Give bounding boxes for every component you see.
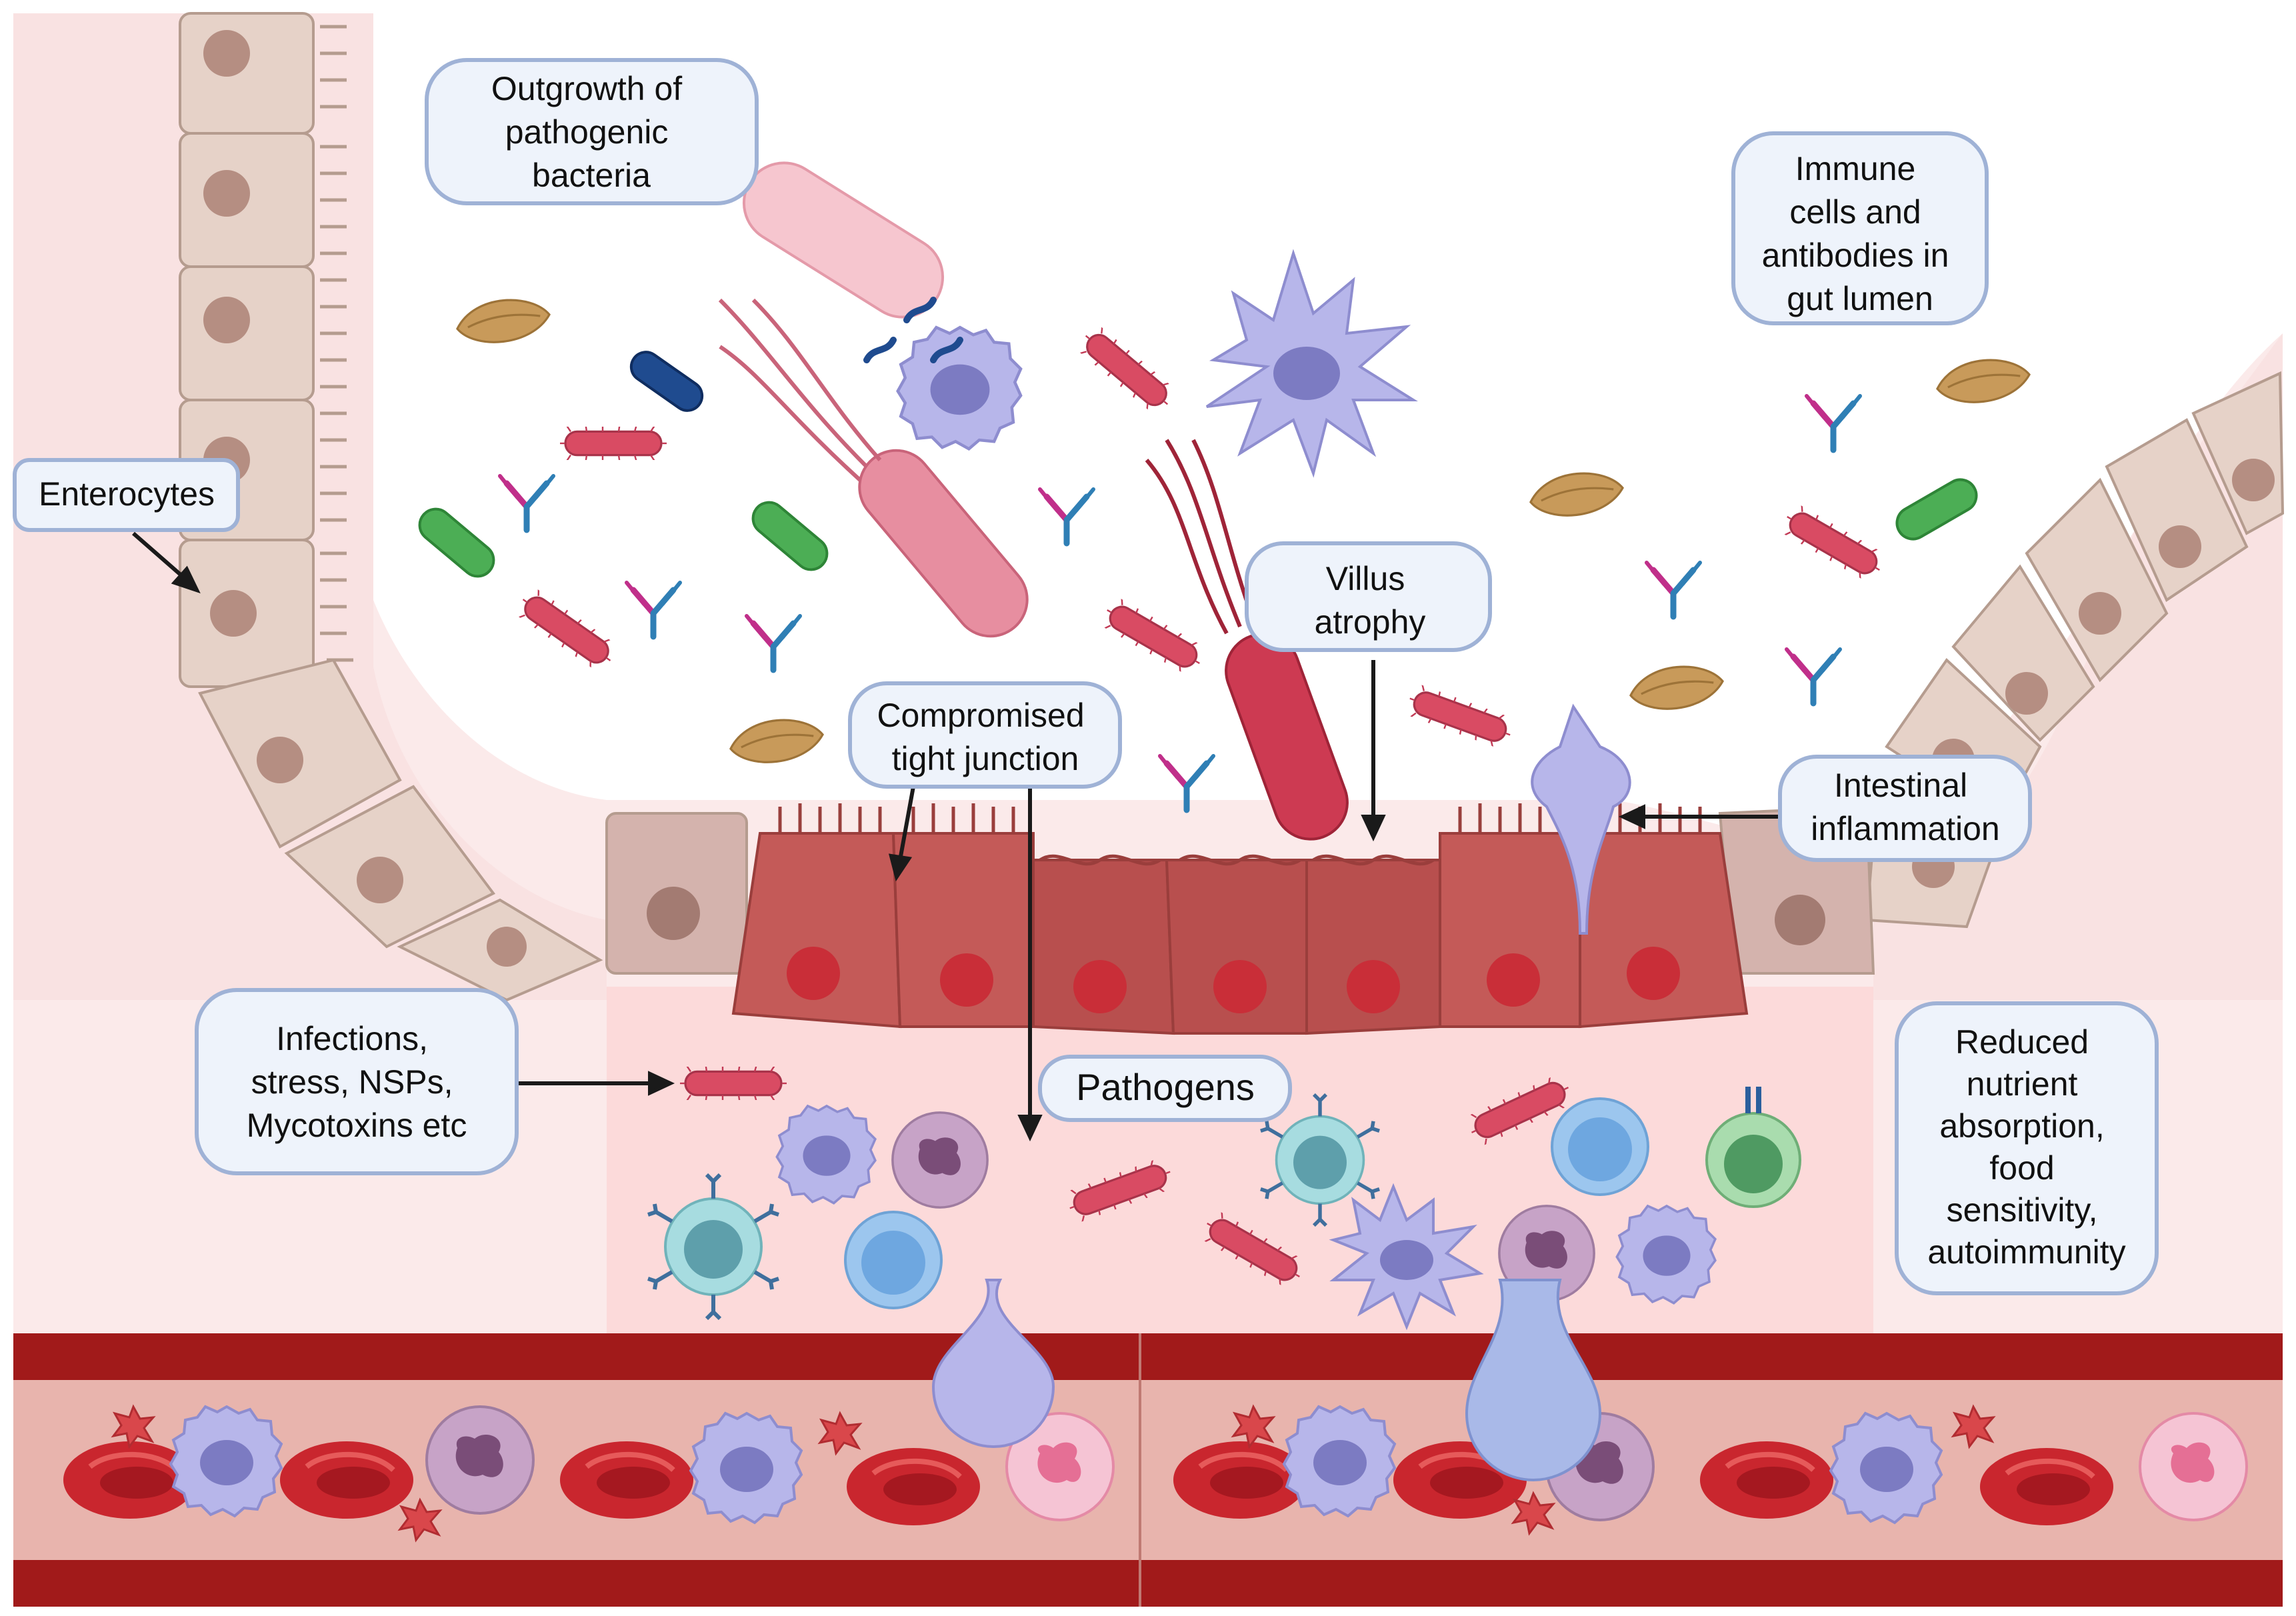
flagellated-bacterium-icon xyxy=(1145,439,1349,841)
lymphocyte-icon xyxy=(1551,1097,1649,1196)
callout-infections: Infections, stress, NSPs, Mycotoxins etc xyxy=(195,988,519,1175)
rod-bacterium-icon xyxy=(751,501,829,571)
red-blood-cell-icon xyxy=(560,1441,693,1519)
rod-bacterium-icon xyxy=(629,351,704,412)
blood-vessel xyxy=(13,1333,2283,1607)
svg-text:Immune cells and a: Immune cells and antibodies in gut lumen xyxy=(1762,150,1959,317)
svg-text:Compromised tight juncti: Compromised tight junction xyxy=(877,697,1093,777)
red-blood-cell-icon xyxy=(1700,1441,1833,1519)
svg-text:Outgrowth of pathogenic: Outgrowth of pathogenic bacteria xyxy=(491,70,691,194)
rod-bacterium-icon xyxy=(1895,478,1978,541)
callout-pathogens: Pathogens xyxy=(1038,1055,1292,1122)
callout-enterocytes: Enterocytes xyxy=(13,458,240,532)
red-blood-cell-icon xyxy=(1173,1441,1307,1519)
svg-text:Enterocytes: Enterocytes xyxy=(39,475,215,513)
callout-inflammation: Intestinal inflammation xyxy=(1778,755,2032,862)
flagellated-bacterium-icon xyxy=(718,298,1029,638)
lymphocyte-icon xyxy=(844,1211,943,1309)
left-crypt-enterocytes xyxy=(179,12,603,1002)
lamina-immune-cells xyxy=(648,1087,1801,1331)
red-blood-cell-icon xyxy=(847,1448,980,1525)
neutrophil-icon xyxy=(425,1405,535,1515)
callout-outgrowth: Outgrowth of pathogenic bacteria xyxy=(425,58,759,205)
migrating-cells xyxy=(931,703,1631,1482)
svg-text:Intestinal inflammation: Intestinal inflammation xyxy=(1811,767,1999,847)
callout-reduced: Reduced nutrient absorption, food sensit… xyxy=(1895,1001,2159,1295)
b-cell-icon xyxy=(1705,1087,1801,1208)
svg-text:Infections, stress, NSPs: Infections, stress, NSPs, Mycotoxins etc xyxy=(247,1020,467,1144)
neutrophil-icon xyxy=(891,1111,989,1209)
callout-immune: Immune cells and antibodies in gut lumen xyxy=(1731,131,1989,325)
dendritic-cell-icon xyxy=(1329,1183,1484,1331)
svg-text:Pathogens: Pathogens xyxy=(1076,1066,1255,1108)
dendritic-cell-icon xyxy=(1205,249,1418,478)
spirochete-icon xyxy=(863,297,963,363)
red-blood-cell-icon xyxy=(280,1441,413,1519)
neutrophil-icon xyxy=(2139,1412,2248,1521)
damaged-epithelium xyxy=(605,803,1749,1035)
callout-villus: Villus atrophy xyxy=(1245,541,1492,652)
red-blood-cell-icon xyxy=(1980,1448,2113,1525)
rod-bacterium-icon xyxy=(418,507,495,578)
callout-tight-junction: Compromised tight junction xyxy=(848,681,1122,789)
svg-text:Reduced nutrient a: Reduced nutrient absorption, food sensit… xyxy=(1927,1023,2125,1271)
lumen-contents xyxy=(418,161,2031,1291)
svg-text:Villus atrophy: Villus atrophy xyxy=(1315,560,1426,641)
arrows xyxy=(132,531,1780,1142)
